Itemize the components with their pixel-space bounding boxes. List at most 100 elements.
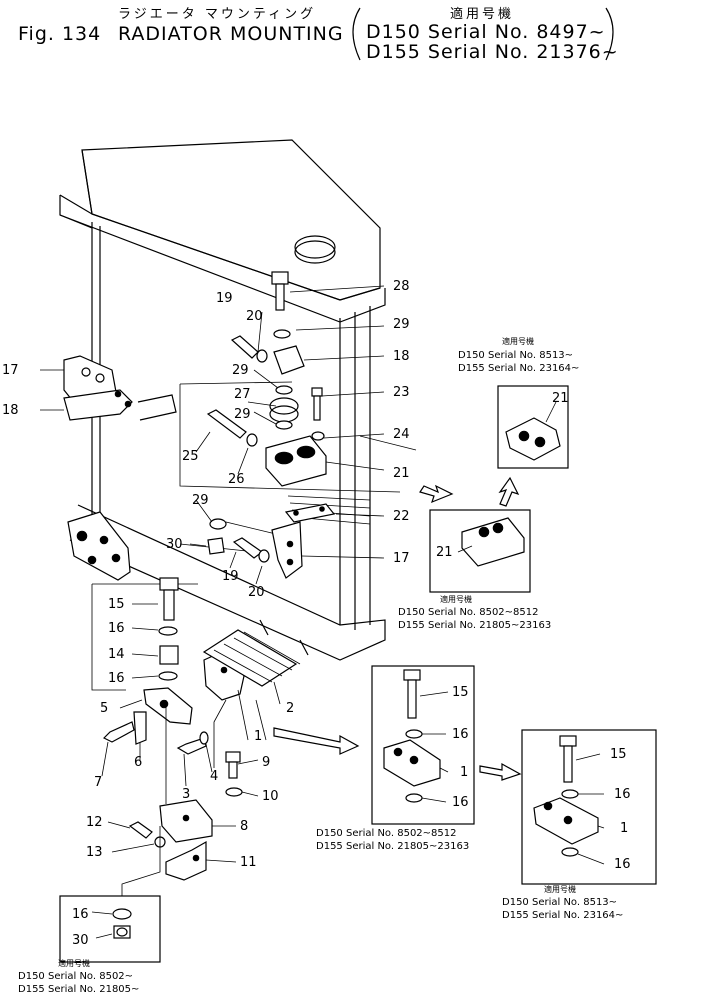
callout-14: 14 <box>108 647 125 662</box>
bracket-17 <box>271 521 303 579</box>
callout-5: 5 <box>100 701 108 716</box>
washer-29-stay <box>209 518 227 530</box>
bolt-15-main <box>159 577 179 591</box>
bracket-5 <box>143 687 193 725</box>
washer-4 <box>199 731 209 745</box>
mount-21 <box>265 435 327 487</box>
bolt-23 <box>311 387 323 397</box>
inset-b-applic-label: 適用号機 <box>440 594 472 604</box>
callout-22: 22 <box>393 509 410 524</box>
bolt-19-stay <box>232 537 264 559</box>
inset-d-washer-16 <box>561 789 579 799</box>
filler-cap <box>294 235 336 259</box>
inset-b-line2: D155 Serial No. 21805~23163 <box>398 620 551 631</box>
callout-1-c: 1 <box>620 821 628 836</box>
callout-11: 11 <box>240 855 257 870</box>
washer-10 <box>225 787 243 797</box>
callout-29-b: 29 <box>232 363 249 378</box>
callout-17-a: 17 <box>393 551 410 566</box>
inset-c-bolt-15 <box>403 669 421 681</box>
inset-d-bolt-15 <box>559 735 577 747</box>
inset-d-line1: D150 Serial No. 8513~ <box>502 897 617 908</box>
callout-16-e: 16 <box>614 787 631 802</box>
callout-23: 23 <box>393 385 410 400</box>
callout-13: 13 <box>86 845 103 860</box>
callout-28: 28 <box>393 279 410 294</box>
callout-18-a: 18 <box>393 349 410 364</box>
callout-3: 3 <box>182 787 190 802</box>
callout-25: 25 <box>182 449 199 464</box>
callout-20-a: 20 <box>246 309 263 324</box>
arrow-to-inset-a <box>498 476 520 507</box>
callout-29-d: 29 <box>192 493 209 508</box>
callout-20-b: 20 <box>248 585 265 600</box>
callout-1-a: 1 <box>254 729 262 744</box>
inset-b-line1: D150 Serial No. 8502~8512 <box>398 607 539 618</box>
page-title: RADIATOR MOUNTING <box>118 23 344 45</box>
washer-24 <box>311 431 325 441</box>
paren-left <box>352 7 361 61</box>
callout-16-b: 16 <box>108 671 125 686</box>
spacer-14 <box>159 645 179 665</box>
washer-29-lower <box>275 420 293 430</box>
washer-20-stay <box>258 549 270 563</box>
inset-c-frame <box>371 665 475 825</box>
callout-2: 2 <box>286 701 294 716</box>
bolt-19-top <box>230 335 259 359</box>
callout-labels: 28 29 18 23 24 21 22 17 17 18 19 20 29 2… <box>2 279 631 948</box>
header-applic-line2: D155 Serial No. 21376~ <box>366 41 619 63</box>
washer-20-top <box>256 349 268 363</box>
callout-18-b: 18 <box>2 403 19 418</box>
washer-16-lower <box>158 671 178 681</box>
washer-16-main <box>158 626 178 636</box>
bolt-7 <box>102 721 135 743</box>
arrow-to-inset-d <box>479 762 522 781</box>
callout-21-a: 21 <box>393 466 410 481</box>
callout-29-a: 29 <box>393 317 410 332</box>
header-applic-line1: D150 Serial No. 8497~ <box>366 21 606 43</box>
callout-7: 7 <box>94 775 102 790</box>
callout-21-c: 21 <box>552 391 569 406</box>
inset-a-mount-21 <box>505 417 561 461</box>
callout-19-a: 19 <box>216 291 233 306</box>
washer-26 <box>246 433 258 447</box>
callout-30-a: 30 <box>166 537 183 552</box>
callout-16-a: 16 <box>108 621 125 636</box>
callout-15-a: 15 <box>108 597 125 612</box>
radiator-top-tank <box>81 139 381 301</box>
header-applic-label: 適用号機 <box>450 6 514 22</box>
inset-d-applic-label: 適用号機 <box>544 884 576 894</box>
callout-4: 4 <box>210 769 218 784</box>
plate-6 <box>133 711 147 745</box>
callout-27: 27 <box>234 387 251 402</box>
inset-d-washer-16b <box>561 847 579 857</box>
bolt-12 <box>128 821 153 839</box>
lower-mount-detail <box>91 577 301 939</box>
washer-29-top <box>273 329 291 339</box>
upper-stay-detail <box>179 271 417 579</box>
callout-24: 24 <box>393 427 410 442</box>
callout-6: 6 <box>134 755 142 770</box>
callout-30-b: 30 <box>72 933 89 948</box>
callout-16-d: 16 <box>452 795 469 810</box>
inset-c-line2: D155 Serial No. 21805~23163 <box>316 841 469 852</box>
washer-29-mid <box>275 385 293 395</box>
radiator-assembly <box>59 139 386 661</box>
bolt-9 <box>225 751 241 763</box>
inset-e-frame <box>59 895 161 963</box>
inset-a-applic-label: 適用号機 <box>502 336 534 346</box>
callout-16-c: 16 <box>452 727 469 742</box>
serial-notes: 適用号機 D150 Serial No. 8513~ D155 Serial N… <box>18 336 623 995</box>
title-kana: ラジエータ マウンティング <box>118 7 316 22</box>
inset-b-mount-21 <box>461 517 525 567</box>
inset-a-line2: D155 Serial No. 23164~ <box>458 363 579 374</box>
inset-c-washer-16 <box>405 729 423 739</box>
arrow-to-inset-b <box>419 484 454 504</box>
callout-21-b: 21 <box>436 545 453 560</box>
radiator-bottom-tank <box>69 504 386 661</box>
leader-lines <box>40 285 605 939</box>
bracket-18 <box>273 345 305 375</box>
callout-1-b: 1 <box>460 765 468 780</box>
fig-label: Fig. 134 <box>18 23 101 45</box>
